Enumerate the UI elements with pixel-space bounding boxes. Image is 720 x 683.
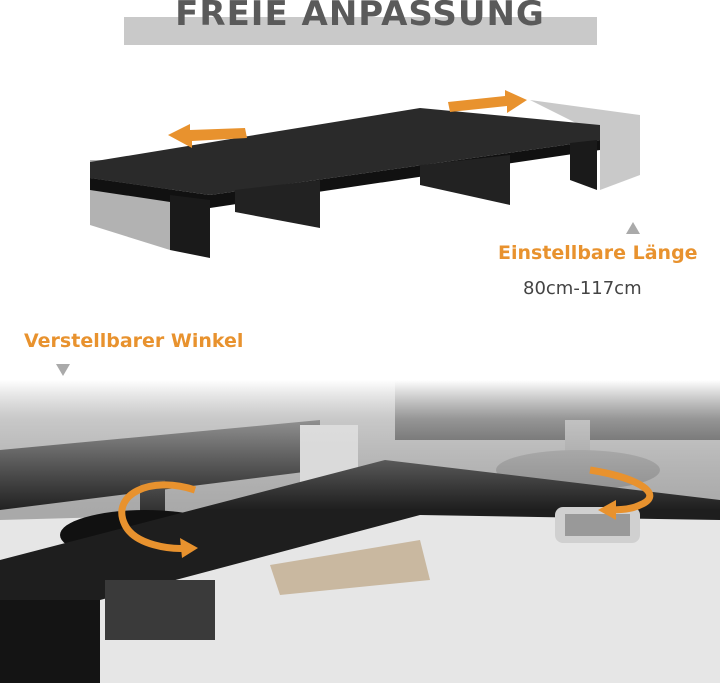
rotate-arrow-right-icon xyxy=(589,466,654,520)
arrow-right-icon xyxy=(448,90,527,113)
desk-photo xyxy=(0,380,720,683)
title-banner xyxy=(124,17,597,45)
page-title: FREIE ANPASSUNG xyxy=(175,0,545,34)
triangle-up-icon xyxy=(626,222,640,234)
length-label: Einstellbare Länge xyxy=(498,242,698,264)
rotate-arrow-left-icon xyxy=(118,481,198,558)
angle-label: Verstellbarer Winkel xyxy=(24,330,244,352)
triangle-down-icon xyxy=(56,364,70,376)
arrow-left-icon xyxy=(168,124,247,148)
length-value: 80cm-117cm xyxy=(523,278,642,299)
shelf-board xyxy=(90,108,600,258)
